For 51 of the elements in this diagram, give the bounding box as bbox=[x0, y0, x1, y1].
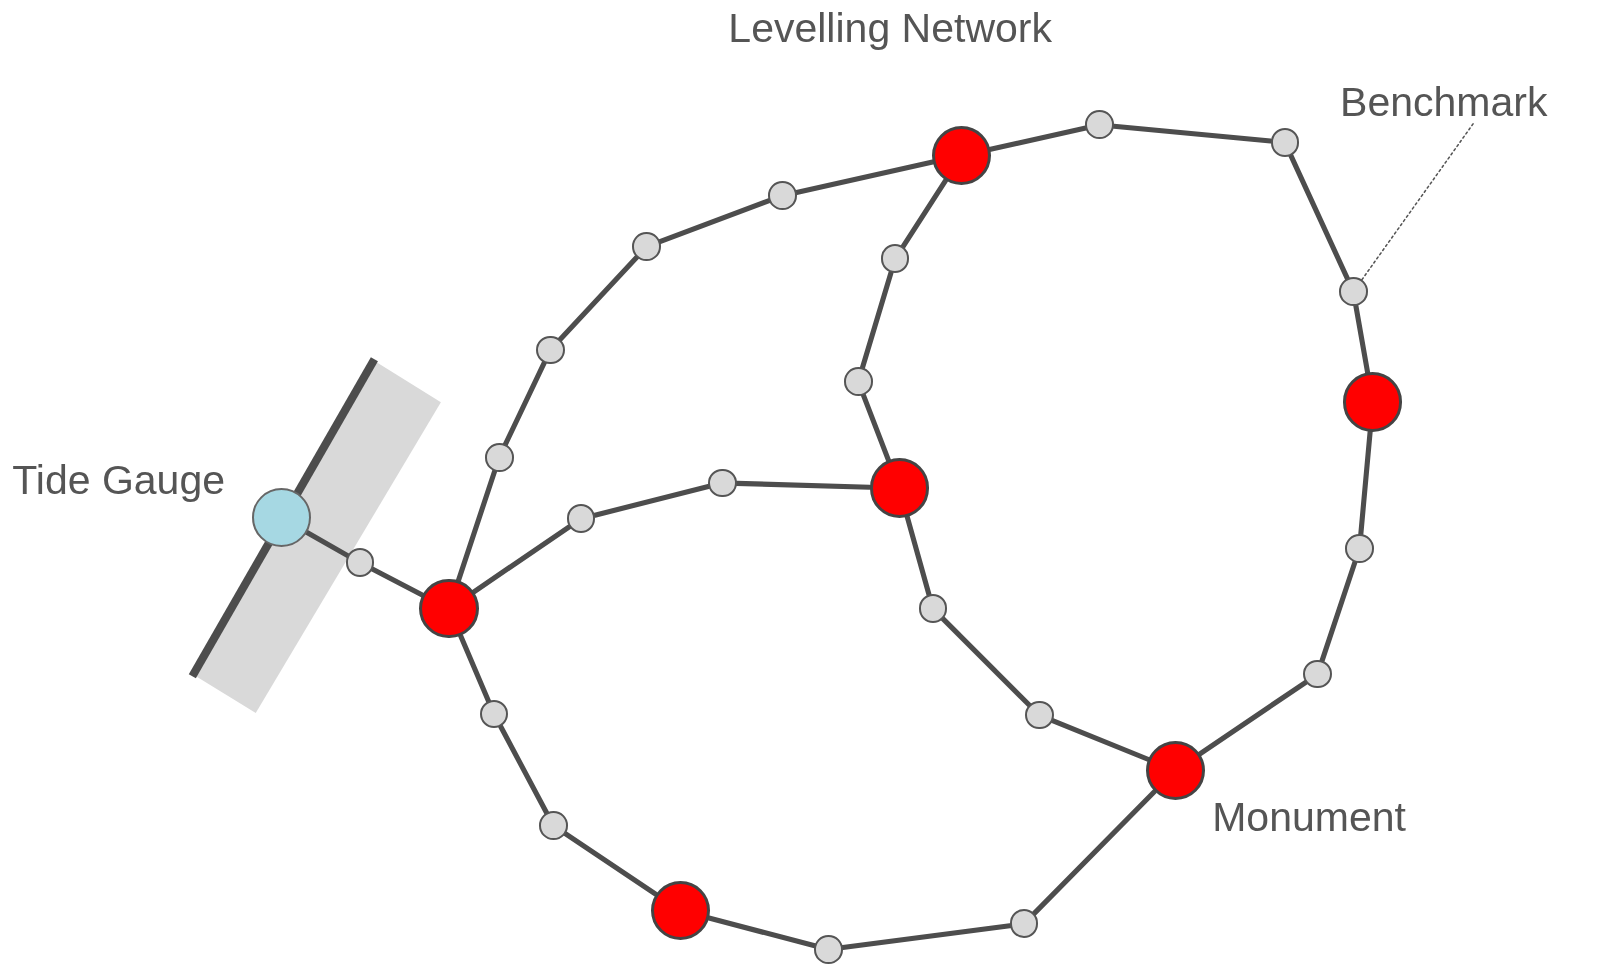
levelling-line bbox=[657, 198, 772, 245]
benchmark-marker bbox=[1339, 277, 1368, 306]
levelling-line bbox=[498, 724, 550, 816]
levelling-line bbox=[706, 915, 818, 949]
diagram-title: Levelling Network bbox=[728, 6, 1052, 52]
benchmark-marker bbox=[536, 335, 565, 365]
levelling-line bbox=[370, 566, 426, 598]
benchmark-marker bbox=[768, 181, 797, 210]
levelling-line bbox=[1050, 718, 1151, 762]
benchmark-marker bbox=[1345, 534, 1374, 563]
benchmark-marker bbox=[1270, 127, 1300, 157]
levelling-line bbox=[592, 483, 711, 518]
levelling-line bbox=[859, 270, 894, 371]
leader-line bbox=[1360, 123, 1474, 281]
levelling-line bbox=[940, 616, 1032, 708]
benchmark-marker bbox=[814, 935, 843, 964]
benchmark-marker bbox=[1303, 659, 1332, 689]
benchmark-marker bbox=[479, 699, 509, 729]
levelling-line bbox=[502, 360, 547, 447]
levelling-line bbox=[1319, 559, 1358, 664]
benchmark-marker bbox=[566, 504, 596, 533]
benchmark-marker bbox=[345, 548, 375, 577]
benchmark-marker bbox=[918, 594, 948, 623]
levelling-line bbox=[900, 178, 949, 250]
levelling-line bbox=[458, 633, 491, 704]
levelling-line bbox=[904, 514, 932, 598]
levelling-line bbox=[860, 392, 892, 463]
station-label: Monument bbox=[1212, 794, 1406, 840]
levelling-line bbox=[471, 524, 572, 595]
benchmark-marker bbox=[632, 232, 661, 261]
benchmark-marker bbox=[707, 468, 737, 498]
levelling-line bbox=[1031, 788, 1158, 917]
benchmark-marker bbox=[1025, 700, 1054, 730]
levelling-line bbox=[1288, 152, 1350, 282]
benchmark-marker bbox=[1009, 909, 1039, 939]
tide-gauge-marker bbox=[251, 487, 311, 548]
callout-text: Benchmark bbox=[1340, 79, 1548, 125]
benchmark-marker bbox=[1085, 110, 1114, 140]
monument-marker bbox=[419, 579, 479, 639]
station-label: Tide Gauge bbox=[12, 458, 225, 504]
levelling-line bbox=[1358, 429, 1373, 537]
monument-marker bbox=[1145, 740, 1206, 800]
benchmark-marker bbox=[539, 811, 568, 840]
levelling-line bbox=[455, 468, 498, 584]
benchmark-marker bbox=[843, 367, 873, 396]
benchmark-marker bbox=[880, 244, 910, 274]
levelling-line bbox=[1197, 679, 1309, 757]
levelling-line bbox=[557, 254, 640, 343]
levelling-line bbox=[562, 831, 659, 897]
benchmark-marker bbox=[484, 442, 514, 472]
levelling-line bbox=[304, 529, 351, 559]
